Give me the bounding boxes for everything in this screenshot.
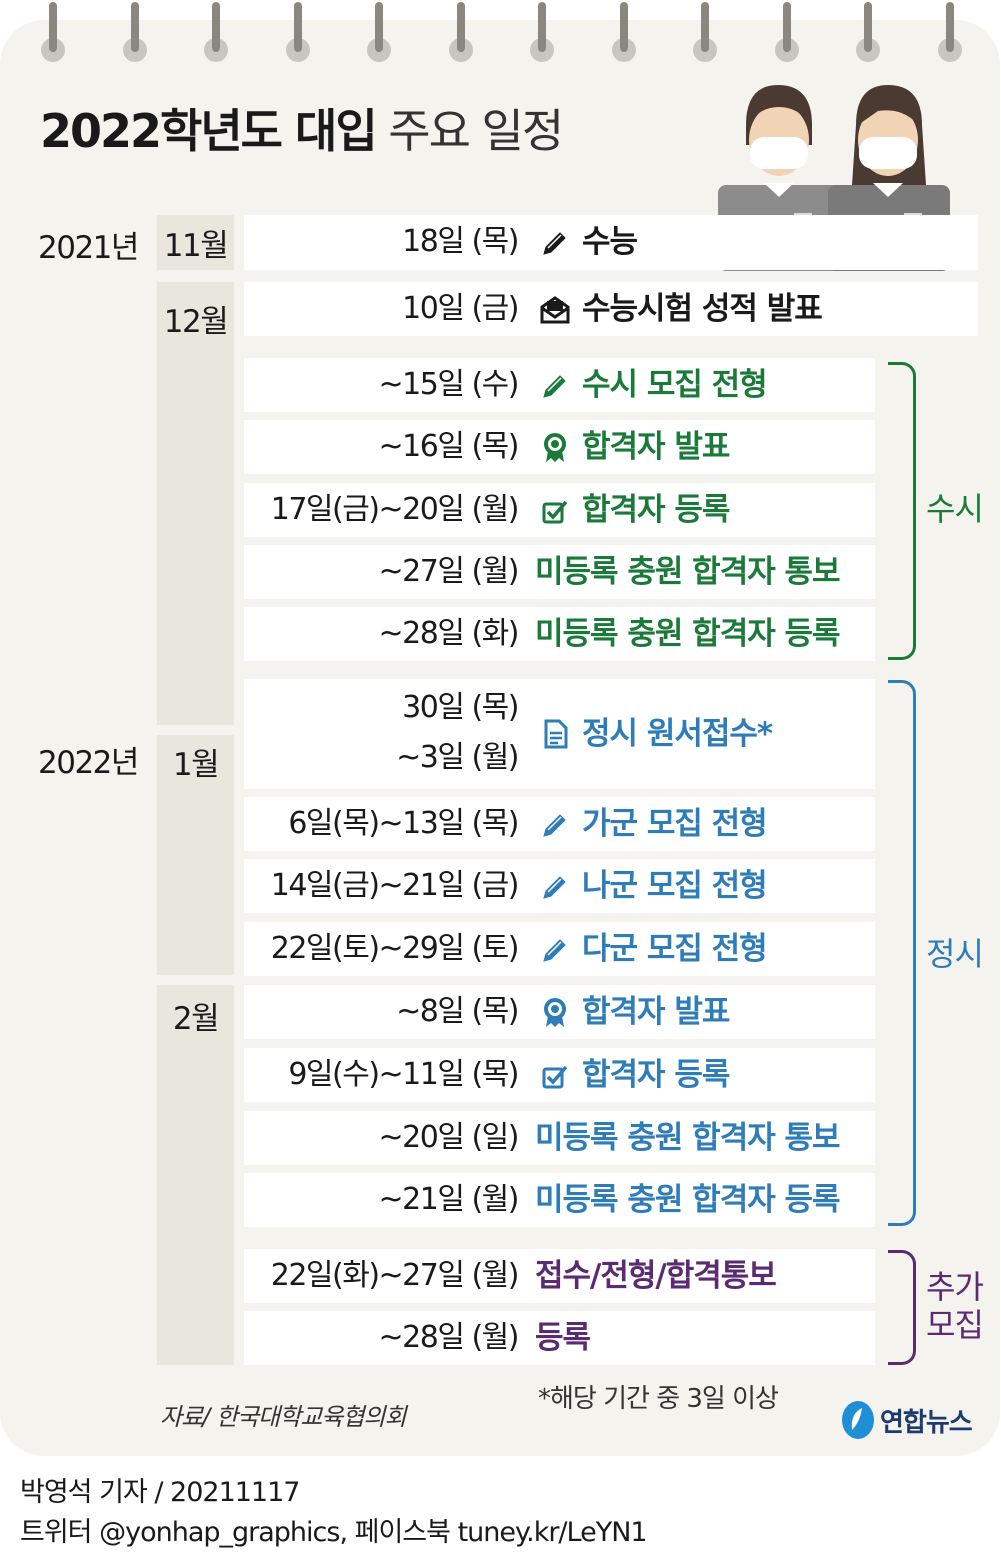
row-date: ~8일 (목) xyxy=(396,994,519,1029)
row-date: ~20일 (일) xyxy=(378,1120,520,1155)
binding-ring-icon xyxy=(937,2,962,62)
row-label: 미등록 충원 합격자 통보 xyxy=(535,1120,841,1156)
row-label: 합격자 등록 xyxy=(582,1057,730,1093)
binding-ring-icon xyxy=(693,2,717,62)
row-date: 6일(목)~13일 (목) xyxy=(288,806,519,841)
jeongsi-bracket xyxy=(888,680,916,1226)
schedule-row: 14일(금)~21일 (금) 나군 모집 전형 xyxy=(244,859,875,913)
month-jan: 1월 xyxy=(157,735,234,975)
award-icon xyxy=(544,998,566,1027)
schedule-row: 18일 (목) 수능 xyxy=(244,215,978,270)
binding-ring-icon xyxy=(611,2,636,62)
social-links: 트위터 @yonhap_graphics, 페이스북 tuney.kr/LeYN… xyxy=(20,1517,648,1548)
source-text: 자료/ 한국대학교육협의회 xyxy=(160,1403,407,1431)
schedule-row: 9일(수)~11일 (목) 합격자 등록 xyxy=(244,1048,875,1102)
schedule-row: 22일(토)~29일 (토) 다군 모집 전형 xyxy=(244,922,875,976)
schedule-row: ~20일 (일) 미등록 충원 합격자 통보 xyxy=(244,1111,875,1165)
title-bold: 2022학년도 대입 xyxy=(40,104,378,158)
binding-ring-icon xyxy=(285,2,310,62)
schedule-row: ~15일 (수) 수시 모집 전형 xyxy=(244,358,875,412)
row-date: ~15일 (수) xyxy=(378,367,520,402)
row-label: 나군 모집 전형 xyxy=(582,868,768,904)
row-label: 등록 xyxy=(535,1320,591,1356)
binding-ring-icon xyxy=(530,2,554,62)
row-label: 미등록 충원 합격자 통보 xyxy=(535,554,841,590)
row-date: 22일(토)~29일 (토) xyxy=(270,931,520,966)
yonhap-logo: 연합뉴스 xyxy=(840,1400,973,1440)
year-2022: 2022년 xyxy=(38,745,139,781)
row-label: 합격자 등록 xyxy=(582,492,730,528)
row-label: 다군 모집 전형 xyxy=(582,931,768,967)
award-icon xyxy=(544,433,566,462)
row-date: ~16일 (목) xyxy=(378,429,520,464)
footnote: *해당 기간 중 3일 이상 xyxy=(538,1384,779,1414)
row-label: 합격자 발표 xyxy=(582,429,730,465)
schedule-row: ~21일 (월) 미등록 충원 합격자 등록 xyxy=(244,1173,875,1227)
schedule-row: 10일 (금) 수능시험 성적 발표 xyxy=(244,282,978,336)
binding-ring-icon xyxy=(122,2,147,62)
group-jeongsi: 정시 xyxy=(926,935,984,973)
row-label: 합격자 발표 xyxy=(582,994,730,1030)
binding-ring-icon xyxy=(41,2,65,62)
row-date: ~28일 (월) xyxy=(378,1320,520,1355)
extra-bracket xyxy=(888,1250,916,1365)
pencil-icon xyxy=(543,375,566,398)
row-label: 미등록 충원 합격자 등록 xyxy=(535,1182,841,1218)
row-date: ~28일 (화) xyxy=(378,616,520,651)
envelope-icon xyxy=(540,296,570,324)
row-date-end: ~3일 (월) xyxy=(396,740,519,775)
schedule-row: 30일 (목) ~3일 (월) 정시 원서접수* xyxy=(244,679,875,789)
schedule-row: 17일(금)~20일 (월) 합격자 등록 xyxy=(244,483,875,537)
yonhap-logo-icon xyxy=(842,1401,874,1439)
row-date: ~27일 (월) xyxy=(378,554,520,589)
pencil-icon xyxy=(543,232,566,255)
month-nov: 11월 xyxy=(157,215,234,270)
schedule-row: ~8일 (목) 합격자 발표 xyxy=(244,985,875,1039)
binding-ring-icon xyxy=(367,2,391,62)
schedule-row: ~16일 (목) 합격자 발표 xyxy=(244,420,875,474)
year-2021: 2021년 xyxy=(38,230,139,266)
row-label: 수능시험 성적 발표 xyxy=(582,291,823,327)
month-feb: 2월 xyxy=(157,985,234,1365)
row-label: 가군 모집 전형 xyxy=(582,806,768,842)
row-label: 접수/전형/합격통보 xyxy=(535,1258,777,1294)
schedule-row: ~28일 (월) 등록 xyxy=(244,1311,875,1365)
row-label: 정시 원서접수* xyxy=(582,716,773,752)
page-title: 2022학년도 대입 주요 일정 xyxy=(40,95,564,161)
row-date: 14일(금)~21일 (금) xyxy=(270,868,520,903)
pencil-icon xyxy=(543,814,566,837)
binding-ring-icon xyxy=(448,2,473,62)
binding-ring-icon xyxy=(774,2,799,62)
row-label: 미등록 충원 합격자 등록 xyxy=(535,616,841,652)
row-date: ~21일 (월) xyxy=(378,1182,520,1217)
pencil-icon xyxy=(543,939,566,962)
schedule-row: 22일(화)~27일 (월) 접수/전형/합격통보 xyxy=(244,1249,875,1303)
row-date: 22일(화)~27일 (월) xyxy=(270,1258,520,1293)
susi-bracket xyxy=(888,362,916,660)
row-date: 18일 (목) xyxy=(402,224,519,259)
row-date: 9일(수)~11일 (목) xyxy=(288,1057,519,1092)
schedule-row: ~28일 (화) 미등록 충원 합격자 등록 xyxy=(244,607,875,661)
yonhap-logo-text: 연합뉴스 xyxy=(880,1407,973,1438)
title-light: 주요 일정 xyxy=(388,104,564,158)
pencil-icon xyxy=(543,876,566,899)
schedule-row: ~27일 (월) 미등록 충원 합격자 통보 xyxy=(244,545,875,599)
byline: 박영석 기자 / 20211117 xyxy=(20,1477,300,1508)
group-susi: 수시 xyxy=(926,490,984,528)
row-label: 수능 xyxy=(582,224,638,260)
row-date: 17일(금)~20일 (월) xyxy=(270,492,520,527)
binding-ring-icon xyxy=(204,2,228,62)
checkbox-icon xyxy=(542,1065,568,1089)
checkbox-icon xyxy=(542,500,568,524)
binding-ring-icon xyxy=(856,2,880,62)
row-label: 수시 모집 전형 xyxy=(582,367,768,403)
row-date-start: 30일 (목) xyxy=(402,690,519,725)
row-date: 10일 (금) xyxy=(402,291,519,326)
document-icon xyxy=(544,719,568,749)
group-extra: 추가 모집 xyxy=(926,1268,984,1344)
row-date: 30일 (목) ~3일 (월) xyxy=(244,683,519,783)
month-dec: 12월 xyxy=(157,282,234,725)
schedule-row: 6일(목)~13일 (목) 가군 모집 전형 xyxy=(244,797,875,851)
